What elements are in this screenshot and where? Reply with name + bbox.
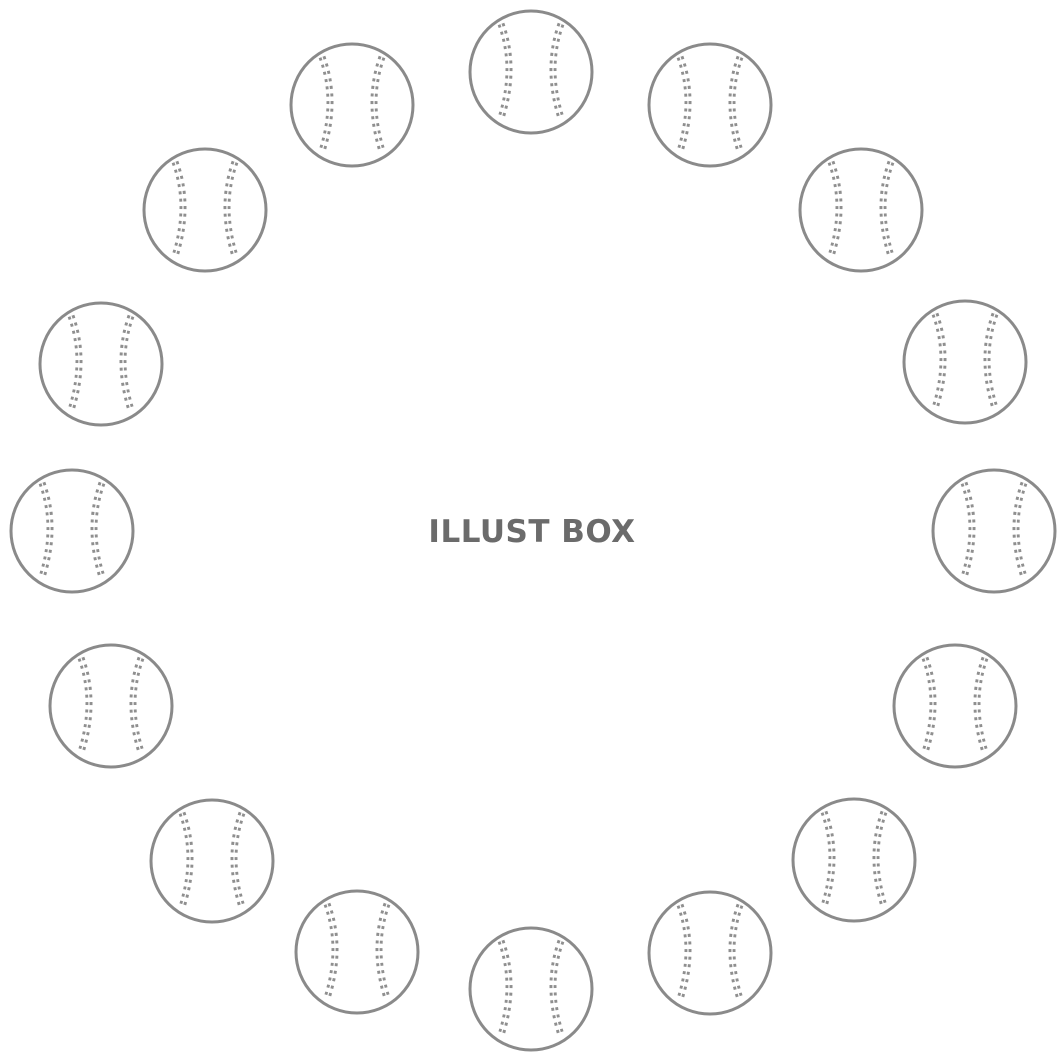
watermark-text: ILLUST BOX — [428, 514, 636, 550]
baseball-icon — [647, 890, 773, 1016]
baseball-icon — [798, 147, 924, 273]
baseball-icon — [647, 42, 773, 168]
baseball-icon — [294, 889, 420, 1015]
baseball-icon — [149, 798, 275, 924]
baseball-icon — [892, 643, 1018, 769]
baseball-icon — [289, 42, 415, 168]
baseball-icon — [48, 643, 174, 769]
baseball-icon — [791, 797, 917, 923]
baseball-icon — [468, 926, 594, 1052]
baseball-icon — [931, 468, 1057, 594]
baseball-icon — [38, 301, 164, 427]
baseball-icon — [142, 147, 268, 273]
baseball-icon — [902, 299, 1028, 425]
baseball-icon — [9, 468, 135, 594]
baseball-icon — [468, 9, 594, 135]
